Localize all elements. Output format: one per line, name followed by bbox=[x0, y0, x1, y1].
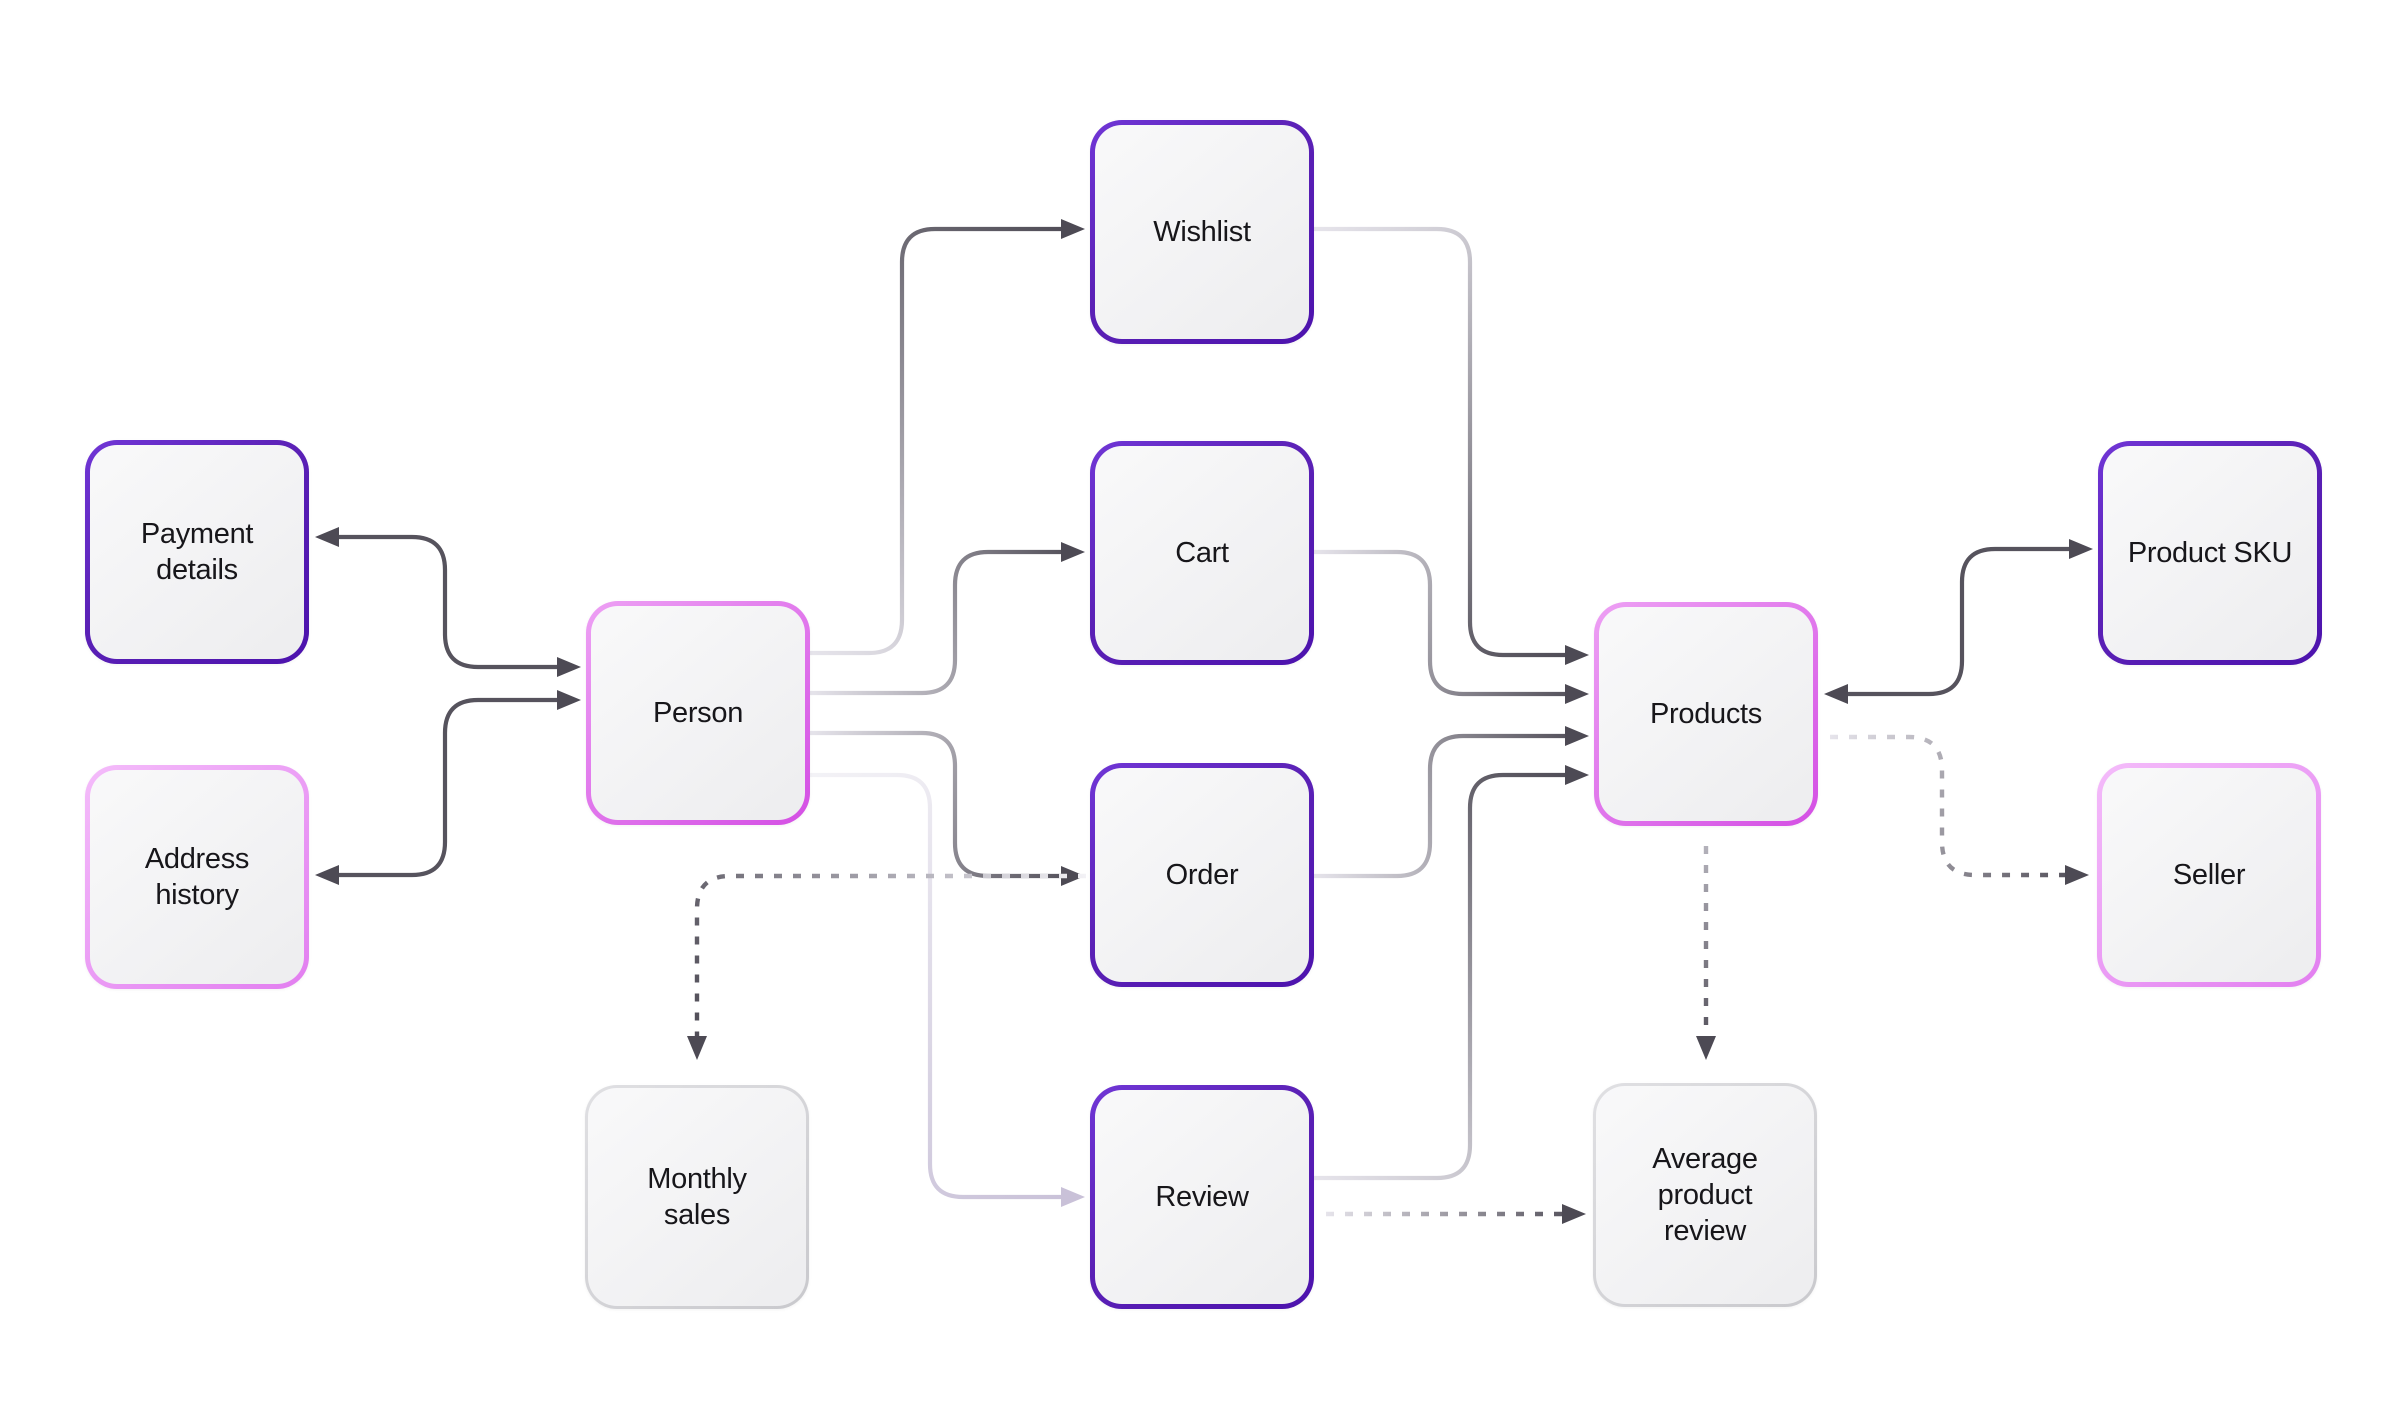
node-wishlist-label: Wishlist bbox=[1153, 215, 1251, 248]
edge-review-products bbox=[1314, 772, 1570, 1181]
edge-products-product-sku bbox=[1830, 546, 2070, 697]
arrowhead-into-monthly-sales bbox=[687, 1036, 707, 1060]
edge-wishlist-products bbox=[1314, 226, 1570, 658]
arrowhead-into-products-from-review bbox=[1565, 765, 1589, 785]
node-product-sku: Product SKU bbox=[2098, 441, 2322, 665]
edge-person-payment-details bbox=[321, 534, 560, 670]
node-average-product-review: Average product review bbox=[1593, 1083, 1817, 1307]
node-seller: Seller bbox=[2097, 763, 2321, 987]
arrowhead-into-payment-details bbox=[315, 527, 339, 547]
node-review-label: Review bbox=[1155, 1180, 1249, 1213]
node-monthly-sales-label: Monthly sales bbox=[647, 1162, 747, 1231]
edge-person-order bbox=[810, 730, 1066, 879]
arrowhead-into-review bbox=[1061, 1187, 1085, 1207]
node-payment-details: Payment details bbox=[85, 440, 309, 664]
node-person: Person bbox=[586, 601, 810, 825]
node-cart-label: Cart bbox=[1175, 536, 1229, 569]
arrowhead-into-products-from-sku bbox=[1824, 684, 1848, 704]
node-average-product-review-label: Average product review bbox=[1652, 1142, 1758, 1248]
edge-person-cart bbox=[810, 549, 1066, 696]
node-seller-label: Seller bbox=[2172, 858, 2246, 891]
node-order: Order bbox=[1090, 763, 1314, 987]
arrowhead-into-seller bbox=[2065, 865, 2089, 885]
node-order-label: Order bbox=[1165, 858, 1239, 891]
edge-products-seller bbox=[1830, 734, 2066, 878]
node-product-sku-label: Product SKU bbox=[2127, 536, 2293, 569]
node-monthly-sales: Monthly sales bbox=[585, 1085, 809, 1309]
arrowhead-into-product-sku bbox=[2069, 539, 2093, 559]
arrowhead-into-order bbox=[1061, 866, 1085, 886]
node-review: Review bbox=[1090, 1085, 1314, 1309]
node-person-label: Person bbox=[652, 696, 744, 729]
arrowhead-into-products-from-wishlist bbox=[1565, 645, 1589, 665]
arrowhead-into-products-from-cart bbox=[1565, 684, 1589, 704]
arrowhead-into-average-review-from-products bbox=[1696, 1036, 1716, 1060]
arrowhead-into-person-from-payment bbox=[557, 657, 581, 677]
edge-person-wishlist bbox=[810, 226, 1066, 656]
arrowhead-into-person-from-address bbox=[557, 690, 581, 710]
edge-person-review bbox=[810, 772, 1066, 1200]
edge-cart-products bbox=[1314, 549, 1570, 697]
node-cart: Cart bbox=[1090, 441, 1314, 665]
arrowhead-into-wishlist bbox=[1061, 219, 1085, 239]
arrowhead-into-cart bbox=[1061, 542, 1085, 562]
edge-order-products bbox=[1314, 733, 1570, 879]
node-wishlist: Wishlist bbox=[1090, 120, 1314, 344]
node-products: Products bbox=[1594, 602, 1818, 826]
node-products-label: Products bbox=[1649, 697, 1763, 730]
arrowhead-into-address-history bbox=[315, 865, 339, 885]
node-payment-details-label: Payment details bbox=[140, 517, 254, 586]
arrowhead-into-average-review-from-review bbox=[1562, 1204, 1586, 1224]
arrowhead-into-products-from-order bbox=[1565, 726, 1589, 746]
node-address-history-label: Address history bbox=[144, 842, 250, 911]
node-address-history: Address history bbox=[85, 765, 309, 989]
edge-person-address-history bbox=[321, 697, 560, 878]
edge-order-monthly-sales bbox=[694, 873, 1086, 1038]
